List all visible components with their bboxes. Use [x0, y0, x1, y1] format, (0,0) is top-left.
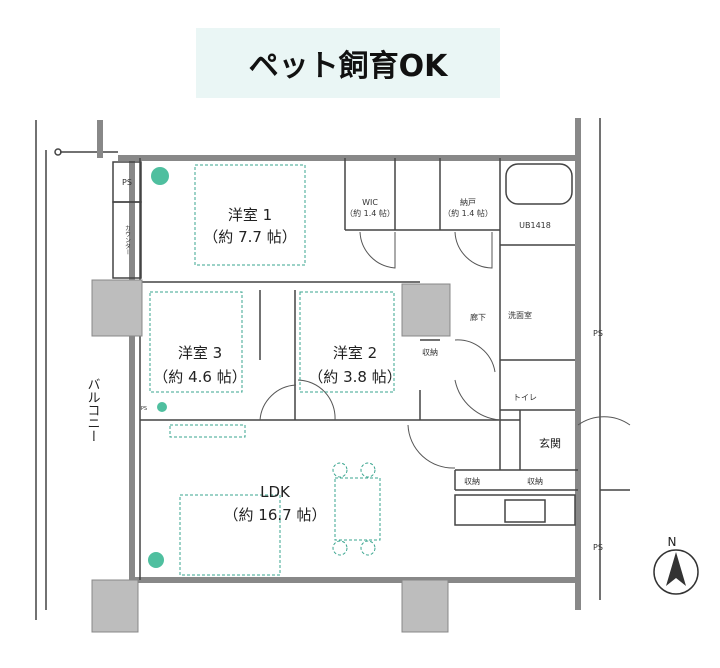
ldk-name: LDK	[260, 483, 291, 501]
pillar	[401, 283, 451, 337]
furniture	[149, 164, 395, 576]
wic-size: （約 1.4 帖）	[345, 208, 395, 218]
plant-icons	[148, 167, 169, 568]
ps-label: PS	[593, 329, 603, 338]
pet-allowed-badge: ペット飼育OK	[196, 28, 500, 98]
balcony-label: バルコニー	[85, 378, 101, 443]
pillar	[91, 579, 139, 633]
ps-label: PS	[141, 406, 147, 412]
balcony	[35, 120, 118, 620]
western2-name: 洋室 2	[333, 344, 377, 362]
bath-label: UB1418	[519, 221, 551, 230]
ldk-size: （約 16.7 帖）	[224, 506, 327, 524]
western1-size: （約 7.7 帖）	[203, 228, 296, 246]
washroom-label: 洗面室	[508, 310, 532, 320]
compass-north-label: N	[668, 535, 677, 549]
wic-name: WIC	[362, 198, 378, 207]
western3-name: 洋室 3	[178, 344, 222, 362]
ps-label: PS	[122, 178, 132, 187]
compass-icon: N	[653, 535, 699, 595]
storage-room-size: （約 1.4 帖）	[443, 208, 493, 218]
ps-label: PS	[593, 543, 603, 552]
toilet-label: トイレ	[513, 393, 537, 402]
closet-label: 収納	[464, 476, 480, 486]
storage-room-name: 納戸	[460, 197, 476, 207]
western3-size: （約 4.6 帖）	[153, 368, 246, 386]
closet-label: 収納	[422, 347, 438, 357]
counter-label: カウンター	[124, 225, 131, 255]
doors	[259, 231, 631, 469]
closet-label: 収納	[527, 476, 543, 486]
hallway-label: 廊下	[470, 312, 486, 322]
interior-walls	[112, 158, 578, 580]
pillar	[91, 279, 143, 337]
western1-name: 洋室 1	[228, 206, 272, 224]
pillar	[401, 579, 449, 633]
entrance-label: 玄関	[539, 436, 561, 450]
western2-size: （約 3.8 帖）	[308, 368, 401, 386]
